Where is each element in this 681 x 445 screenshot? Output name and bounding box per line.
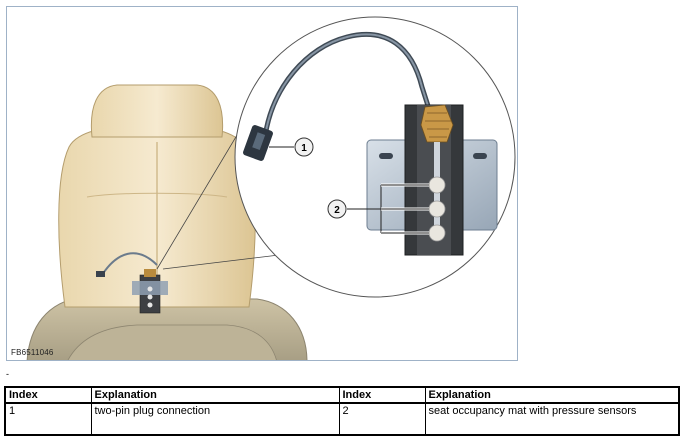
two-pin-plug [243, 125, 273, 161]
separator-dash: - [6, 369, 9, 379]
table-row: 1 two-pin plug connection 2 seat occupan… [4, 402, 680, 436]
header-explanation-1: Explanation [90, 386, 340, 404]
cell-explanation: two-pin plug connection [90, 402, 340, 436]
legend-header-row: Index Explanation Index Explanation [4, 386, 680, 404]
cell-explanation: seat occupancy mat with pressure sensors [424, 402, 680, 436]
header-index-2: Index [338, 386, 426, 404]
cell-index: 2 [338, 402, 426, 436]
seat-illustration: 1 2 [26, 16, 516, 360]
figure-code: FB6511046 [11, 348, 54, 357]
header-index-1: Index [4, 386, 92, 404]
legend-table: Index Explanation Index Explanation 1 tw… [4, 386, 680, 436]
header-explanation-2: Explanation [424, 386, 680, 404]
seat-occupancy-figure: 1 2 FB6511046 [6, 6, 518, 361]
callout-1-label: 1 [301, 143, 307, 154]
callout-2-label: 2 [334, 205, 340, 216]
cell-index: 1 [4, 402, 92, 436]
